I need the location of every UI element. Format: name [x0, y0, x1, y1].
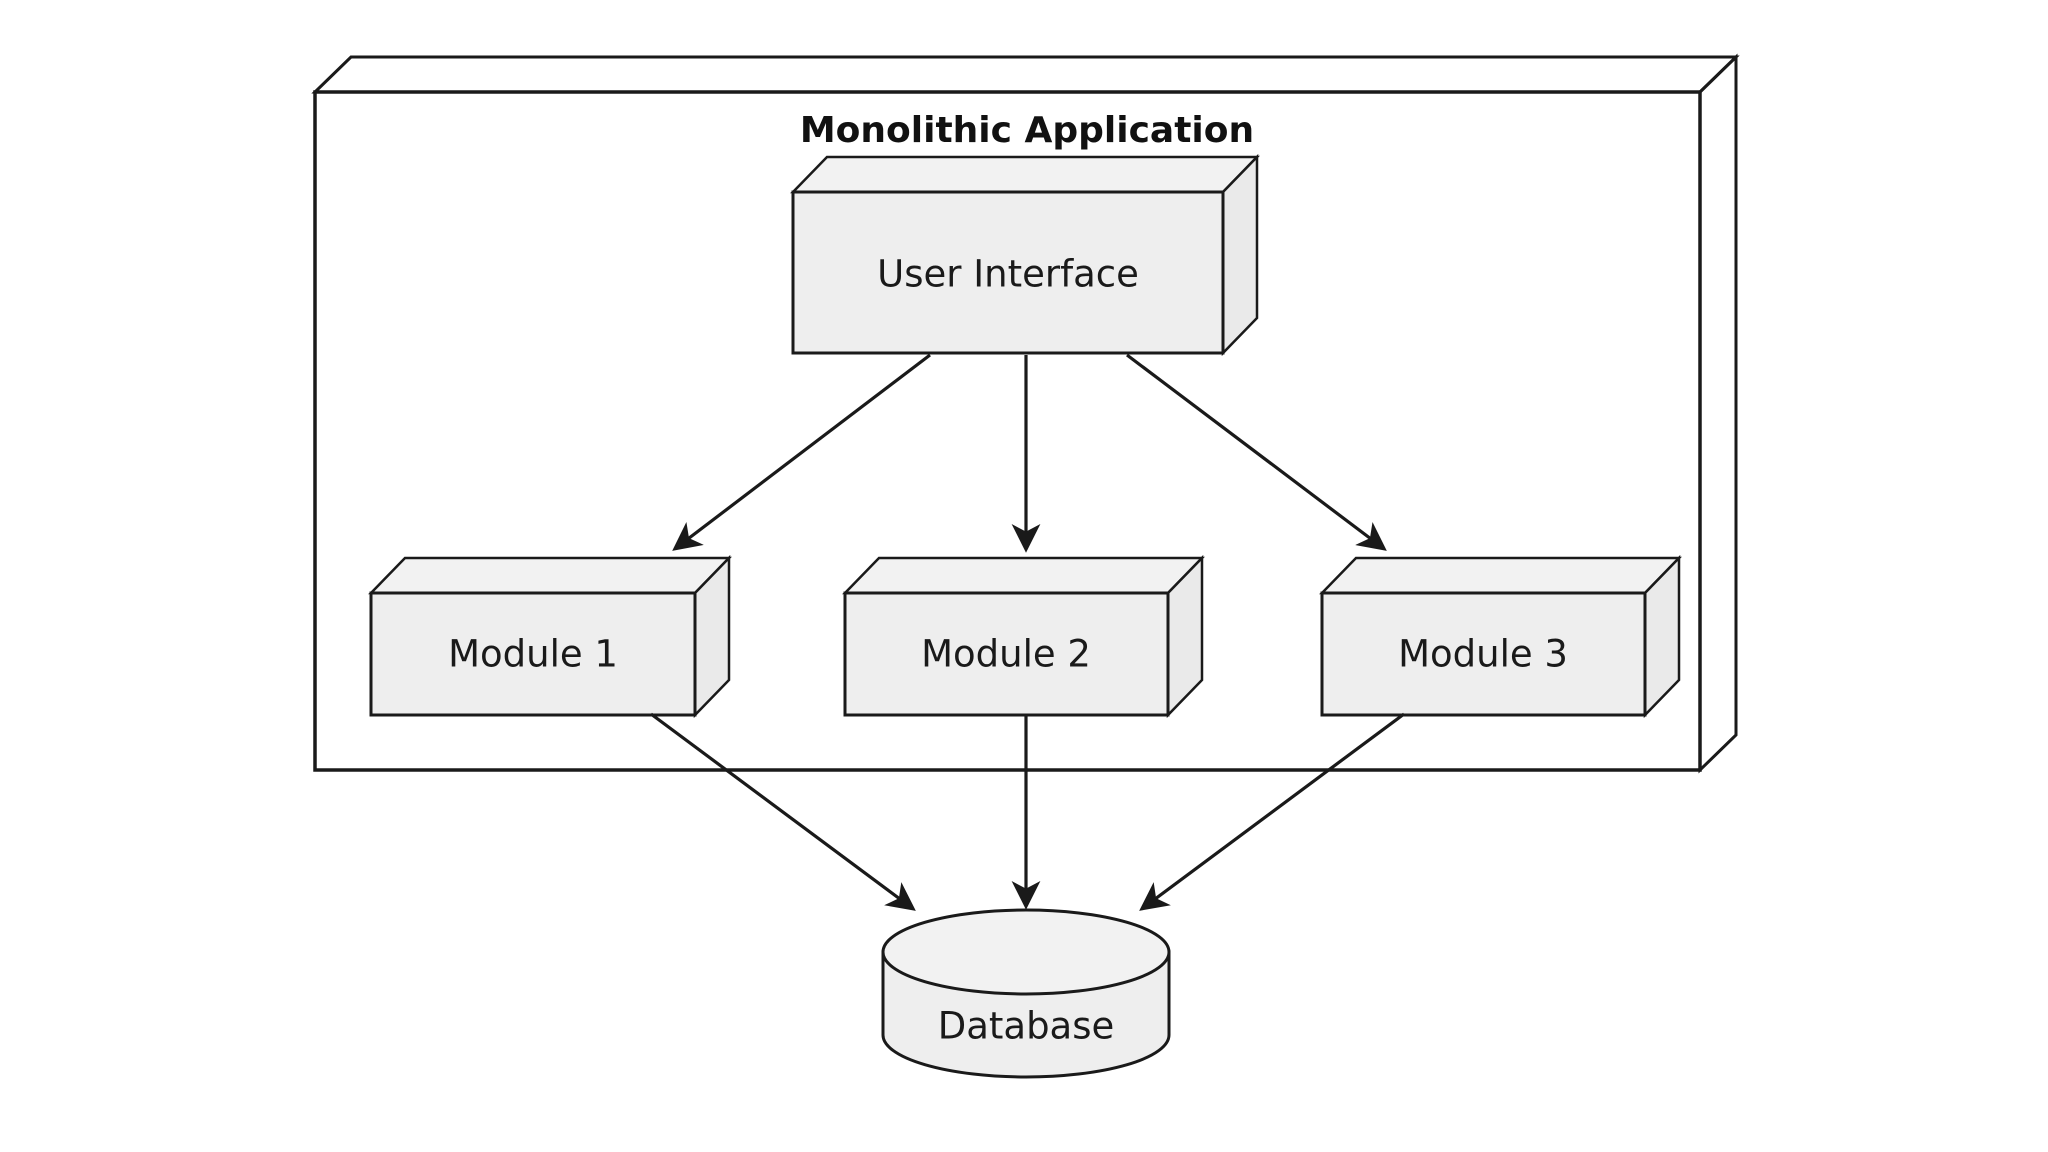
container-front-face	[313, 90, 1702, 772]
ui-box-front-face	[791, 190, 1225, 355]
module1-box-top-face	[368, 556, 732, 595]
ui-box-top-face	[790, 155, 1260, 194]
node-label-module-2: Module 2	[921, 633, 1091, 676]
module3-box-top-face	[1319, 556, 1682, 595]
edge-group-modules-to-database	[650, 712, 1405, 911]
module2-box-front-face	[843, 591, 1170, 717]
node-module-1[interactable]: Module 1	[368, 554, 732, 719]
module2-box-top-face	[842, 556, 1205, 595]
container-title: Monolithic Application	[800, 110, 1254, 151]
edge-module3-to-database	[1139, 712, 1405, 911]
node-module-3[interactable]: Module 3	[1319, 554, 1682, 719]
node-label-user-interface: User Interface	[877, 253, 1139, 296]
container-monolithic-application[interactable]: Monolithic Application	[311, 53, 1740, 774]
node-module-2[interactable]: Module 2	[842, 554, 1205, 719]
node-label-module-1: Module 1	[448, 633, 618, 676]
module3-box-front-face	[1320, 591, 1647, 717]
ui-box-right-face	[1221, 153, 1259, 357]
container-right-face	[1698, 53, 1738, 774]
module1-box-front-face	[369, 591, 697, 717]
edge-ui-to-module3	[1126, 353, 1387, 551]
edge-group-ui-to-modules	[672, 353, 1387, 553]
edge-module1-to-database	[650, 712, 916, 911]
container-top-face	[311, 55, 1740, 94]
node-label-database: Database	[938, 1005, 1115, 1048]
node-user-interface[interactable]: User Interface	[790, 153, 1260, 357]
node-label-module-3: Module 3	[1398, 633, 1568, 676]
node-database[interactable]: Database	[881, 908, 1171, 1079]
edge-ui-to-module1	[672, 353, 931, 551]
database-cylinder-top	[881, 908, 1171, 996]
